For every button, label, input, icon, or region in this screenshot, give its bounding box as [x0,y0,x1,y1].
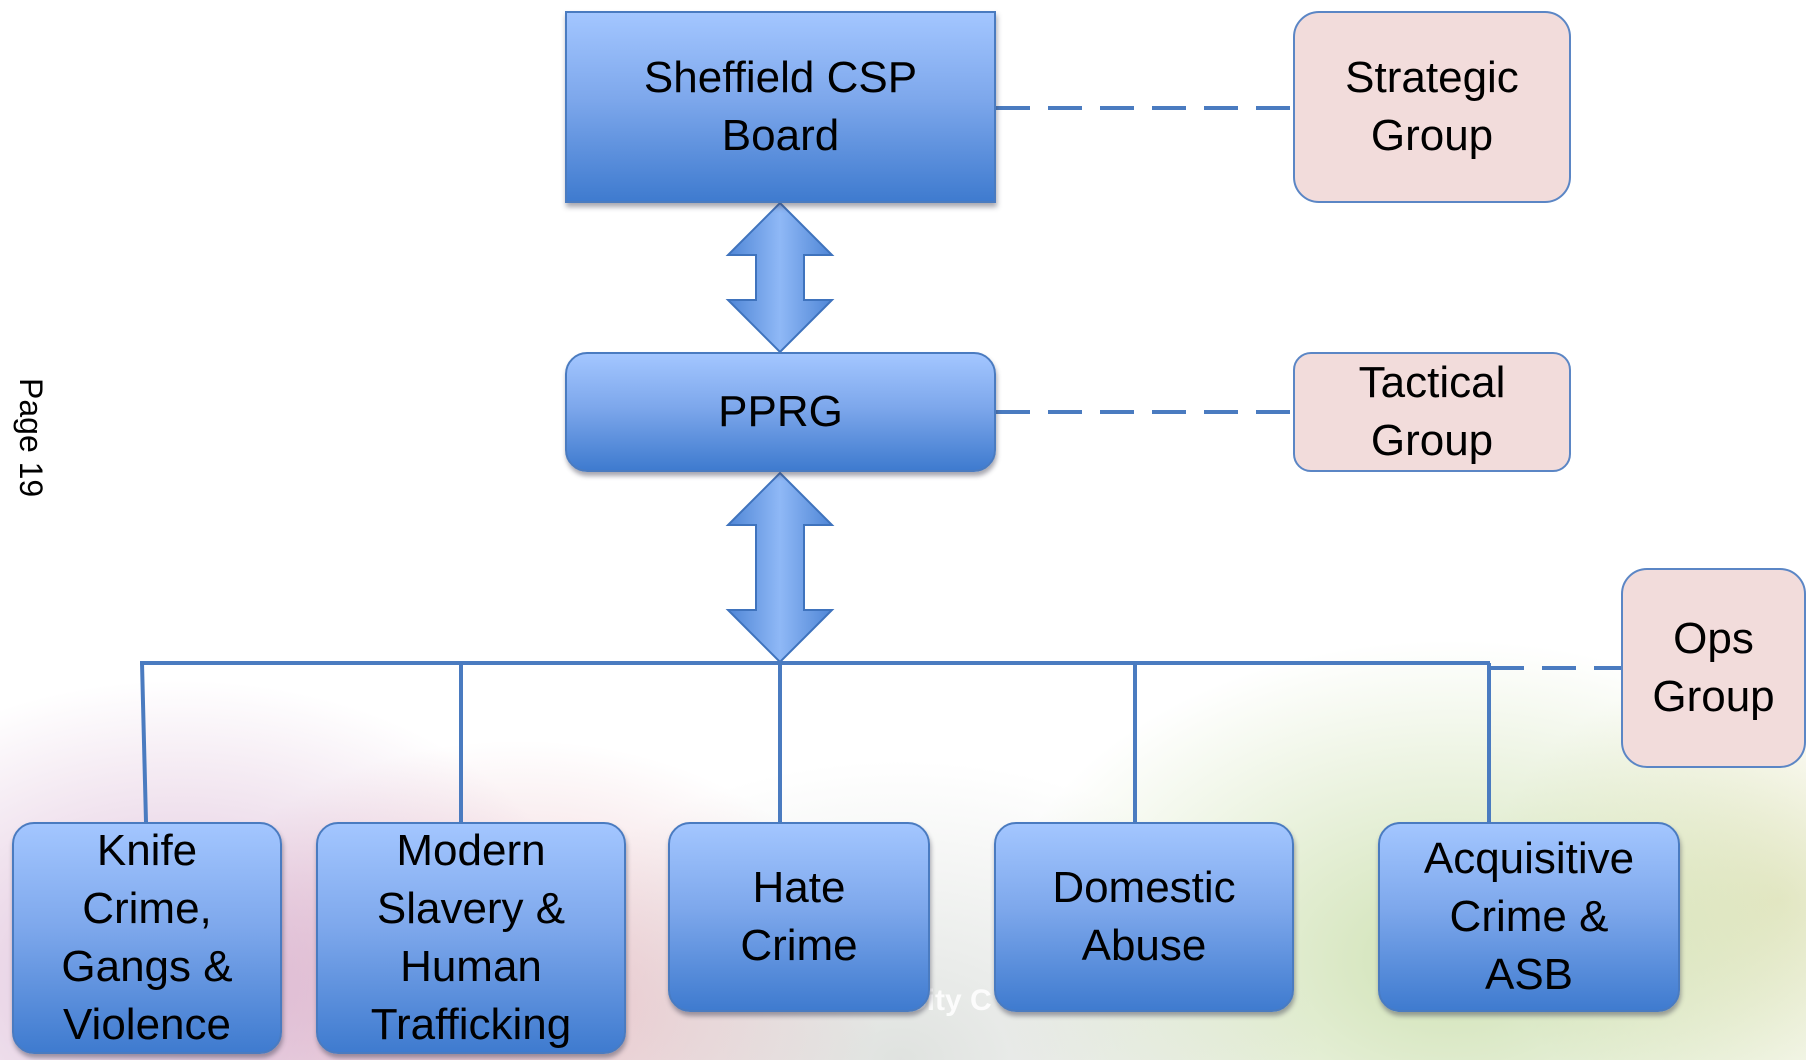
dashed-group-links [996,106,1621,670]
node-hate-crime: Hate Crime [668,822,930,1012]
group-label: Strategic Group [1345,53,1519,160]
node-domestic-abuse: Domestic Abuse [994,822,1294,1012]
node-label: Modern Slavery & Human Trafficking [370,826,572,1049]
double-arrow-pprg-workstreams [725,471,835,664]
group-label: Ops Group [1652,614,1775,721]
page-number-label: Page 19 [13,378,49,498]
group-strategic: Strategic Group [1293,11,1571,203]
group-label: Tactical Group [1358,358,1506,465]
branch-knife [140,662,148,823]
node-label: PPRG [718,387,843,436]
node-label: Hate Crime [740,863,858,970]
double-arrow-board-pprg [725,201,835,354]
node-label: Sheffield CSP Board [643,53,918,160]
node-pprg: PPRG [565,352,996,472]
group-tactical: Tactical Group [1293,352,1571,472]
group-ops: Ops Group [1621,568,1806,768]
node-acquisitive-crime: Acquisitive Crime & ASB [1378,822,1680,1012]
node-label: Acquisitive Crime & ASB [1423,834,1635,999]
node-sheffield-csp-board: Sheffield CSP Board [565,11,996,203]
node-label: Domestic Abuse [1052,863,1236,970]
node-knife-crime: Knife Crime, Gangs & Violence [12,822,282,1054]
node-label: Knife Crime, Gangs & Violence [61,826,233,1049]
node-modern-slavery: Modern Slavery & Human Trafficking [316,822,626,1054]
hierarchy-connectors [140,661,1491,823]
